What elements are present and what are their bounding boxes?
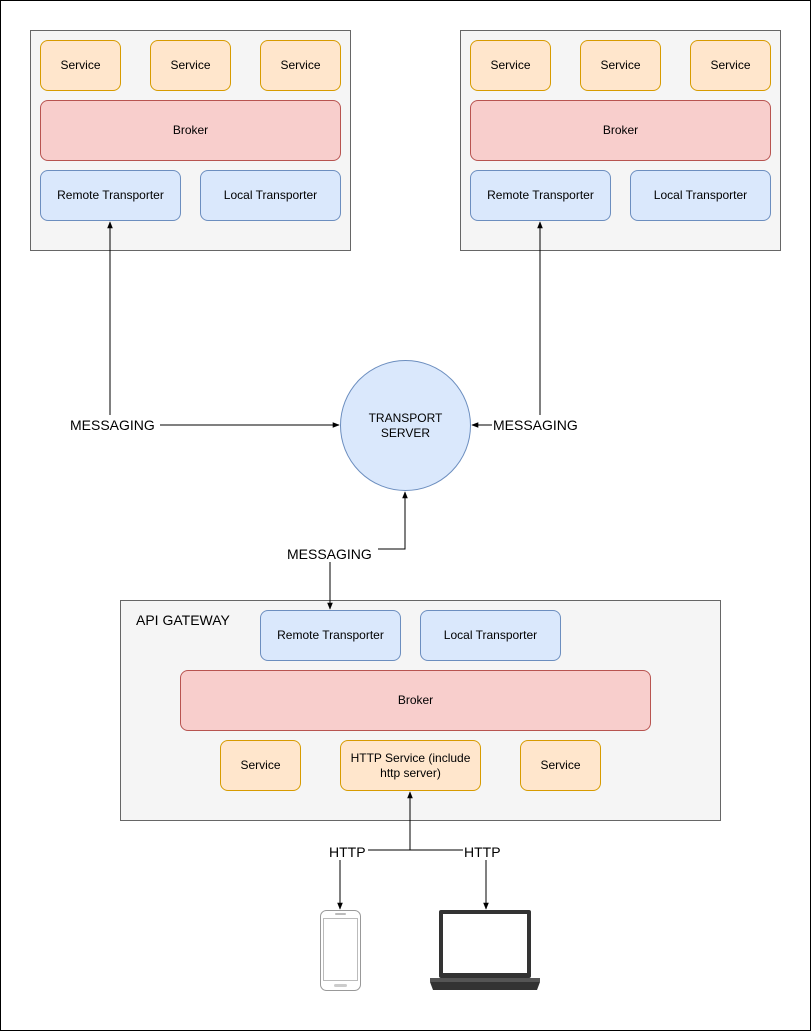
edge-messaging-bottom-up bbox=[378, 491, 408, 550]
service-box-left-3: Service bbox=[260, 40, 341, 91]
remote-transporter-gateway: Remote Transporter bbox=[260, 610, 401, 661]
edge-label-messaging-right: MESSAGING bbox=[492, 417, 579, 433]
transport-server-label-line2: SERVER bbox=[380, 425, 431, 440]
service-box-right-1: Service bbox=[470, 40, 551, 91]
remote-transporter-left: Remote Transporter bbox=[40, 170, 181, 221]
service-box-right-2: Service bbox=[580, 40, 661, 91]
broker-gateway: Broker bbox=[180, 670, 651, 731]
api-gateway-title: API GATEWAY bbox=[136, 612, 230, 628]
service-box-gateway-left: Service bbox=[220, 740, 301, 791]
edge-label-http-left: HTTP bbox=[328, 844, 367, 860]
transport-server: TRANSPORT SERVER bbox=[340, 360, 471, 491]
edge-label-messaging-left: MESSAGING bbox=[69, 417, 156, 433]
service-box-left-1: Service bbox=[40, 40, 121, 91]
service-box-right-3: Service bbox=[690, 40, 771, 91]
local-transporter-left: Local Transporter bbox=[200, 170, 341, 221]
service-box-gateway-right: Service bbox=[520, 740, 601, 791]
service-box-left-2: Service bbox=[150, 40, 231, 91]
broker-left: Broker bbox=[40, 100, 341, 161]
local-transporter-right: Local Transporter bbox=[630, 170, 771, 221]
laptop-icon bbox=[430, 910, 540, 990]
http-service-box: HTTP Service (include http server) bbox=[340, 740, 481, 791]
remote-transporter-right: Remote Transporter bbox=[470, 170, 611, 221]
edge-label-http-right: HTTP bbox=[463, 844, 502, 860]
smartphone-icon bbox=[320, 910, 361, 991]
transport-server-label-line1: TRANSPORT bbox=[368, 410, 443, 425]
broker-right: Broker bbox=[470, 100, 771, 161]
local-transporter-gateway: Local Transporter bbox=[420, 610, 561, 661]
edge-label-messaging-bottom: MESSAGING bbox=[286, 546, 373, 562]
